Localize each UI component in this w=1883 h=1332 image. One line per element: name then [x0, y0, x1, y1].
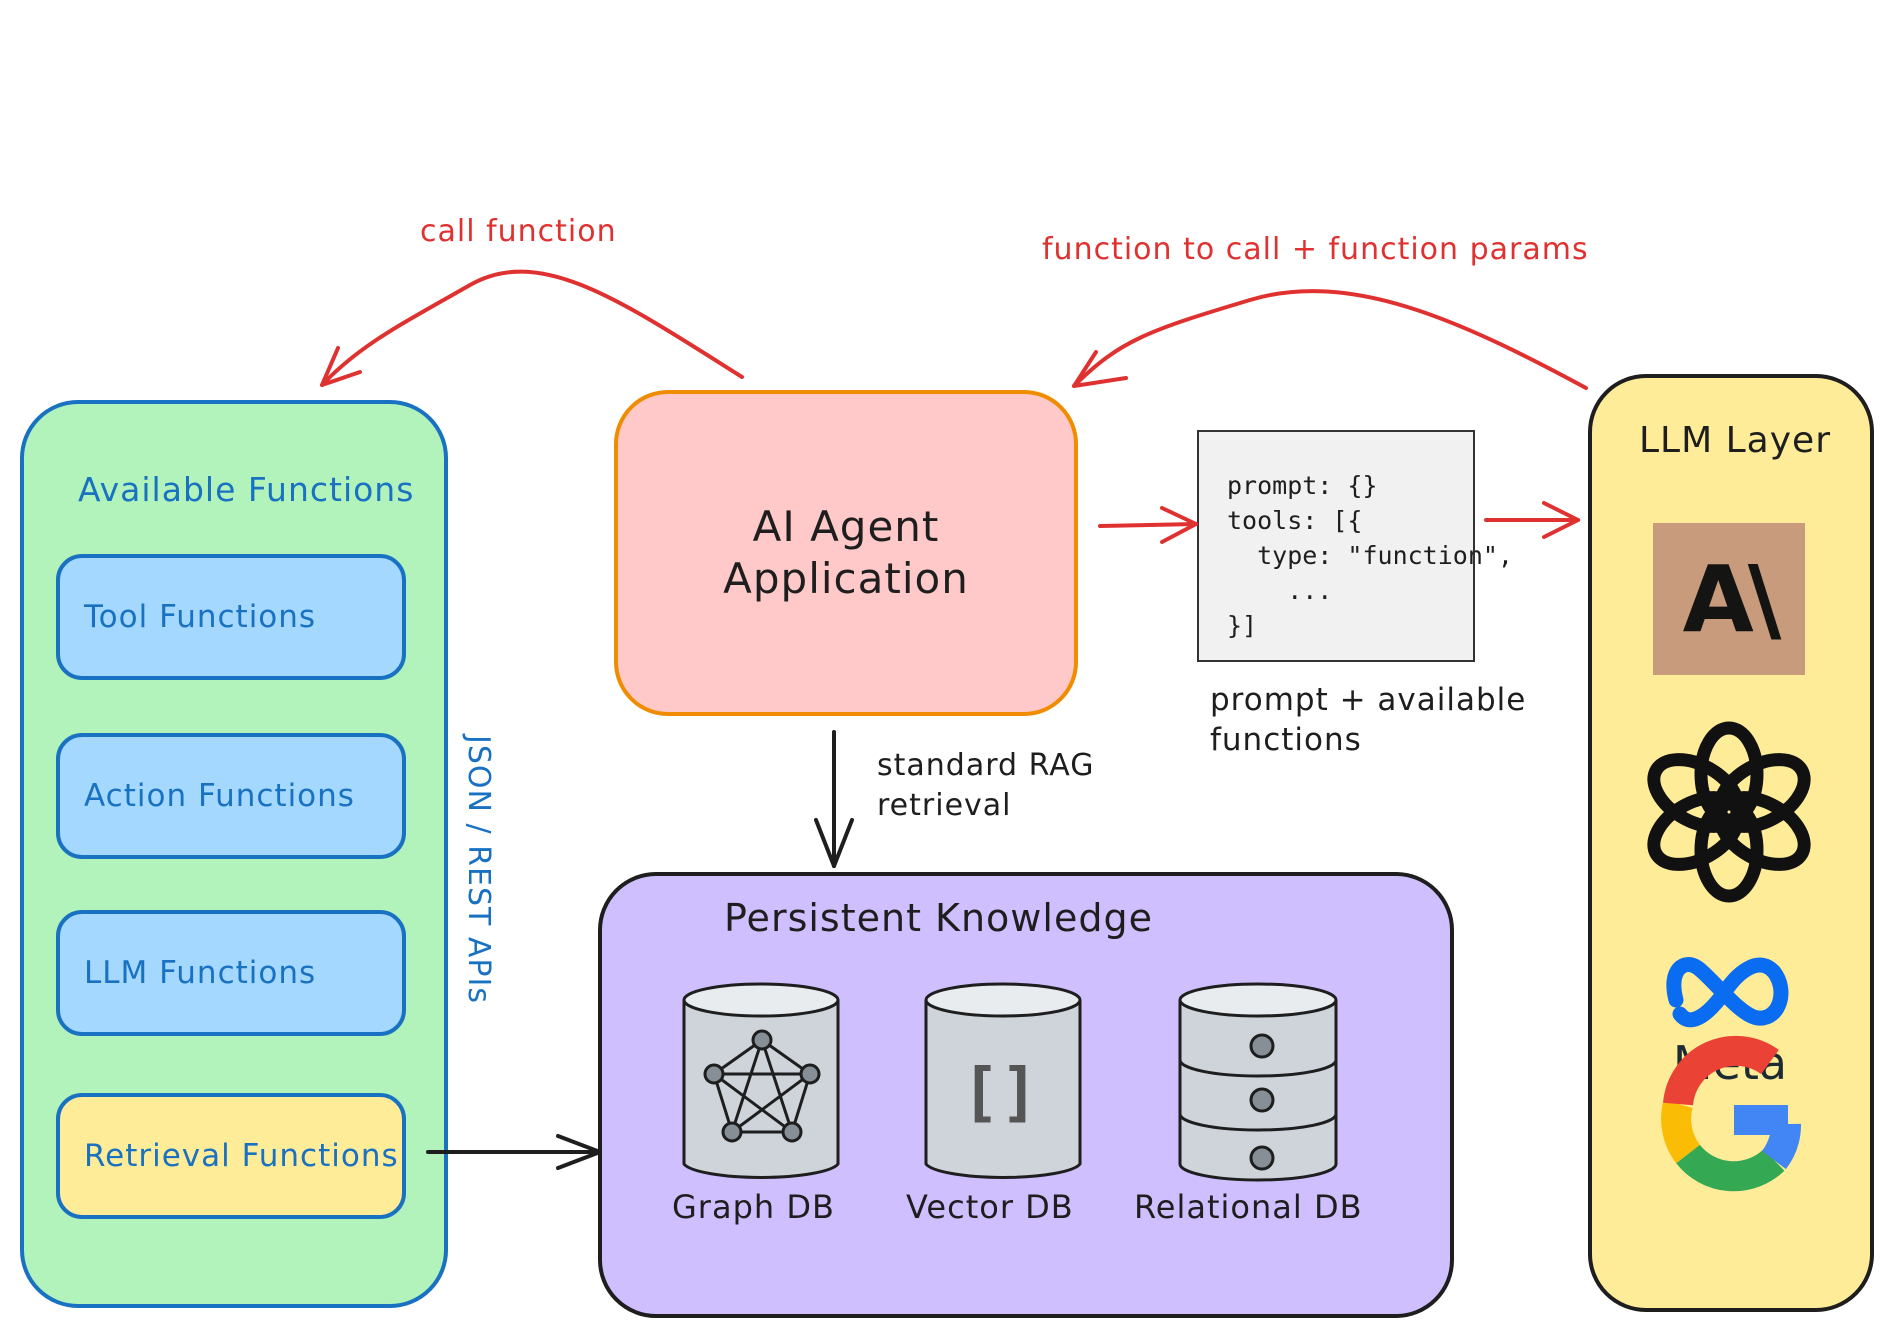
relational-db-label: Relational DB	[1134, 1188, 1363, 1226]
rag-label-line2: retrieval	[877, 788, 1012, 823]
function-to-call-arrow	[1072, 289, 1588, 390]
available-functions-title: Available Functions	[78, 470, 415, 509]
vector-db-label: Vector DB	[906, 1188, 1074, 1226]
rag-retrieval-label: standard RAG retrieval	[877, 746, 1094, 826]
rag-retrieval-arrow	[814, 730, 854, 868]
code-line: tools: [{	[1227, 506, 1363, 535]
meta-logo-icon	[1666, 957, 1789, 1028]
vector-db-glyph: []	[961, 1056, 1038, 1130]
tool-functions-box: Tool Functions	[56, 554, 406, 680]
tool-request-code-box: prompt: {}tools: [{ type: "function", ..…	[1197, 430, 1513, 662]
graph-db-icon	[682, 982, 840, 1179]
call-function-arrow	[320, 269, 744, 387]
action-functions-box: Action Functions	[56, 733, 406, 859]
agent-to-code-arrow	[1098, 506, 1198, 544]
ai-agent-application-box: AI Agent Application	[614, 390, 1078, 716]
relational-db-icon	[1178, 982, 1338, 1182]
persistent-knowledge-title: Persistent Knowledge	[724, 896, 1153, 940]
llm-functions-box: LLM Functions	[56, 910, 406, 1036]
anthropic-logo-icon: A\	[1653, 523, 1805, 675]
code-caption-line1: prompt + available	[1210, 682, 1527, 718]
code-line: }]	[1227, 611, 1258, 640]
function-to-call-label: function to call + function params	[1042, 232, 1589, 267]
google-logo-icon	[1661, 1035, 1801, 1192]
code-line: ...	[1227, 576, 1333, 605]
graph-db-label: Graph DB	[672, 1188, 835, 1226]
code-caption-line2: functions	[1210, 722, 1362, 758]
code-box-caption: prompt + available functions	[1210, 680, 1526, 760]
openai-logo-icon	[1647, 721, 1811, 903]
llm-layer-title: LLM Layer	[1639, 420, 1831, 461]
code-to-llm-arrow	[1484, 501, 1580, 539]
code-line: prompt: {}	[1227, 471, 1378, 500]
agent-title-line2: Application	[723, 554, 969, 603]
rag-label-line1: standard RAG	[877, 748, 1095, 783]
agent-title-line1: AI Agent	[752, 502, 940, 551]
call-function-label: call function	[420, 214, 617, 249]
vector-db-icon	[924, 982, 1082, 1179]
anthropic-logo-text: A\	[1682, 545, 1782, 653]
retrieval-to-knowledge-arrow	[426, 1134, 602, 1170]
retrieval-functions-box: Retrieval Functions	[56, 1093, 406, 1219]
